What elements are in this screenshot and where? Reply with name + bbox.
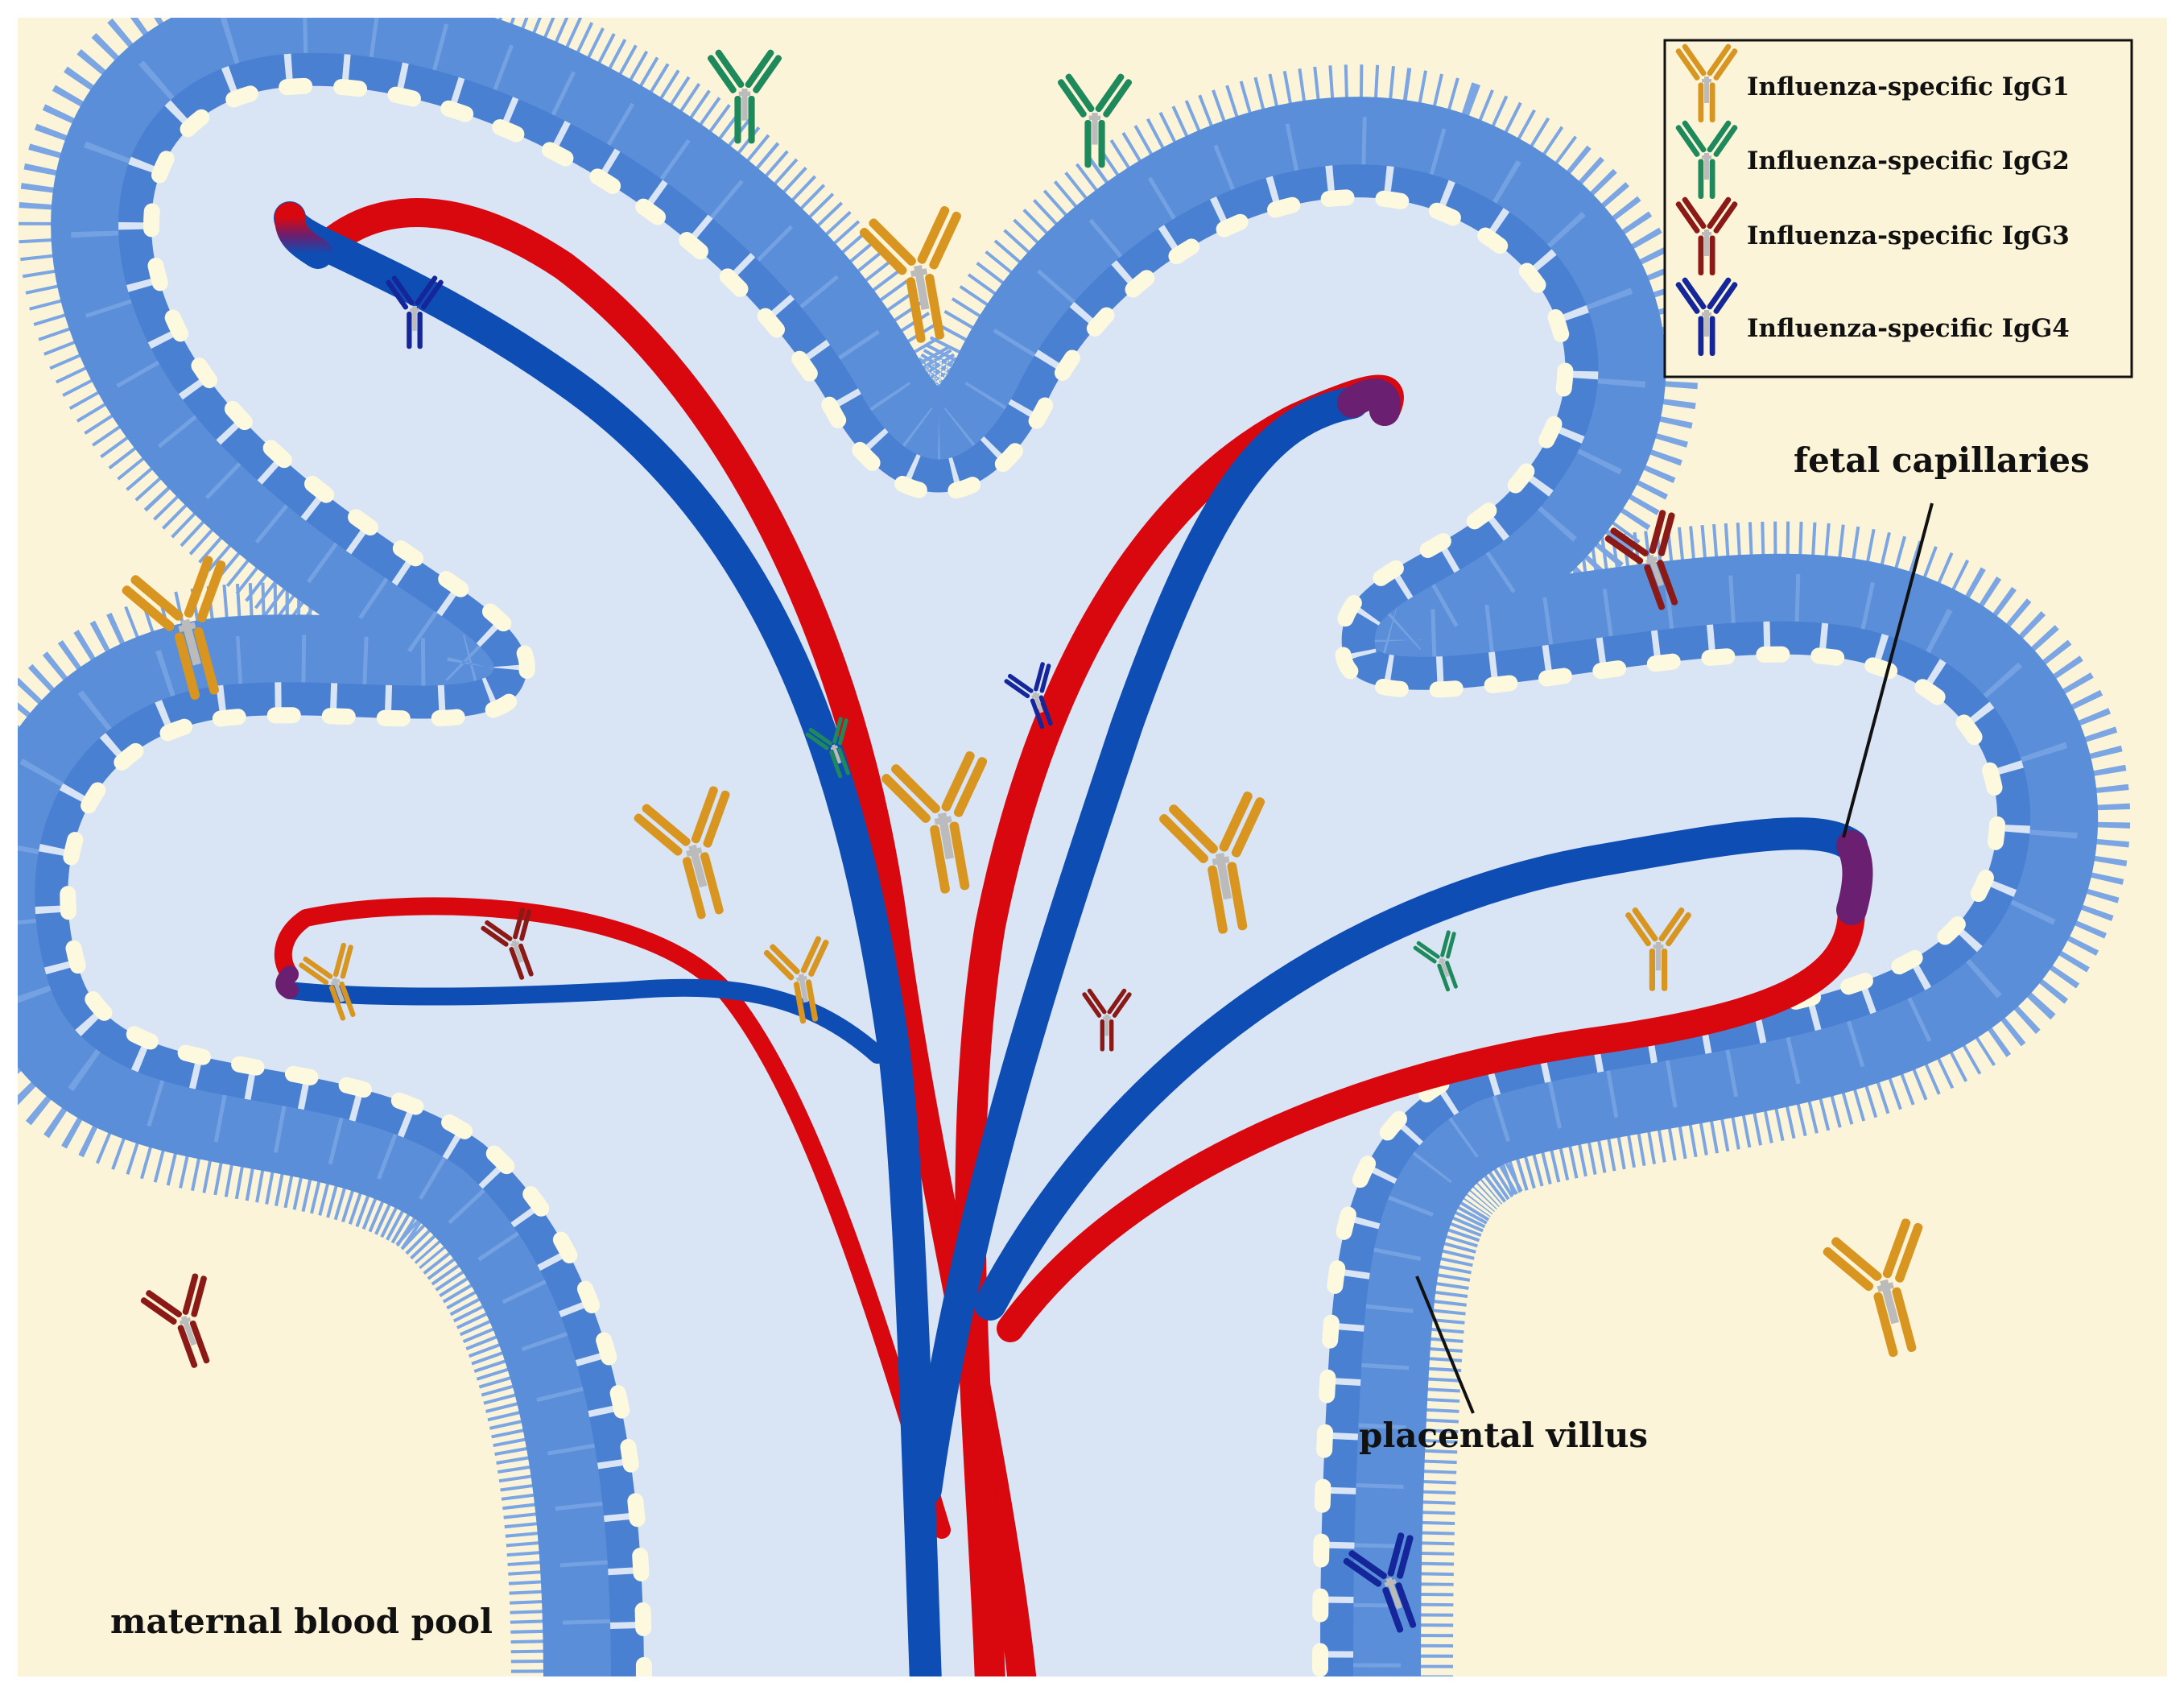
fetal-capillaries-label: fetal capillaries <box>1794 440 2090 480</box>
legend-label: Influenza-specific IgG1 <box>1747 72 2070 101</box>
legend-item-igg2: Influenza-specific IgG2 <box>1674 119 2070 199</box>
legend-label: Influenza-specific IgG4 <box>1747 314 2070 343</box>
legend-label: Influenza-specific IgG3 <box>1747 221 2070 250</box>
legend-item-igg4: Influenza-specific IgG4 <box>1674 276 2070 356</box>
fetal-capillaries-pointer <box>1842 502 1934 838</box>
legend-item-igg3: Influenza-specific IgG3 <box>1674 196 2070 275</box>
legend: Influenza-specific IgG1 Influenza-specif… <box>1663 39 2133 378</box>
fetal-capillaries <box>274 198 1873 1676</box>
placental-villus-pointer <box>1415 1275 1475 1414</box>
legend-item-igg1: Influenza-specific IgG1 <box>1674 43 2070 122</box>
placental-villus-label: placental villus <box>1359 1416 1648 1455</box>
legend-label: Influenza-specific IgG2 <box>1747 147 2070 176</box>
placental-villus <box>68 86 1997 1676</box>
maternal-blood-pool-label: maternal blood pool <box>110 1602 493 1641</box>
